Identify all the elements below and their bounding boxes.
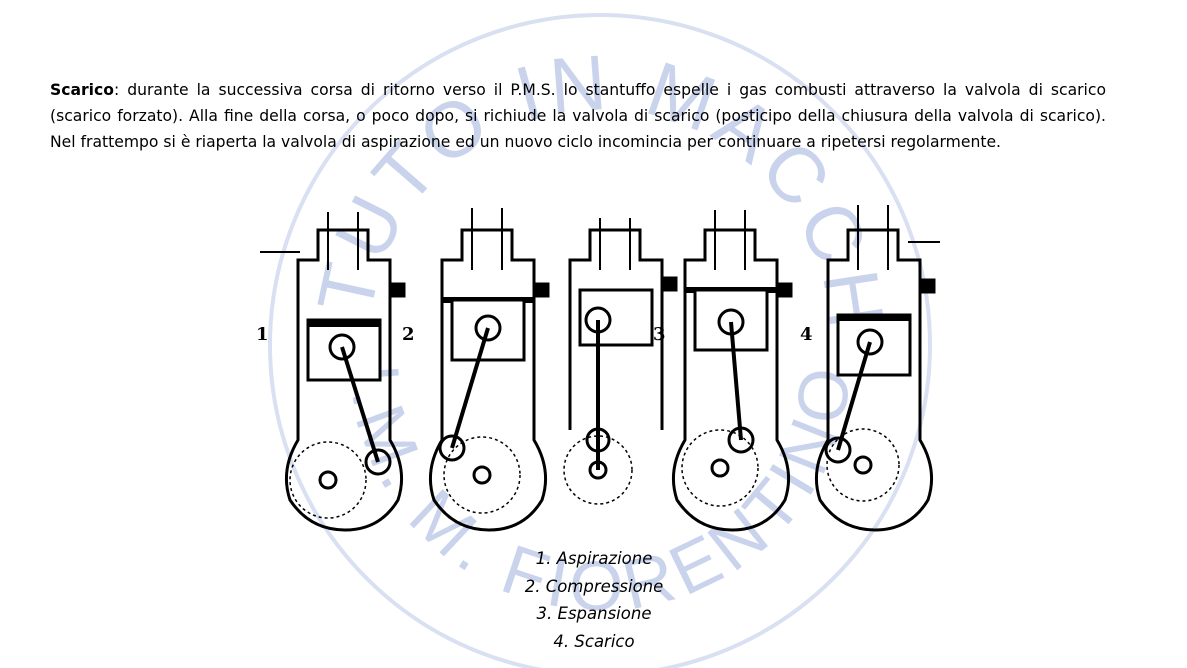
four-stroke-cycle-figure: 1 2 3 4 [256, 205, 940, 532]
label-4: 4 [800, 324, 813, 345]
caption-4: 4. Scarico [553, 631, 635, 651]
cylinder-espansione [563, 218, 678, 505]
cylinder-compressione [428, 208, 550, 532]
cylinder-scarico [671, 210, 793, 532]
label-2: 2 [402, 324, 415, 345]
cylinder-aspirazione-repeat [814, 205, 940, 532]
caption-1: 1. Aspirazione [535, 549, 653, 568]
caption-3: 3. Espansione [536, 604, 652, 623]
caption-list: 1. Aspirazione 2. Compressione 3. Espans… [394, 545, 794, 655]
paragraph-term: Scarico [50, 81, 114, 99]
cylinder-aspirazione [260, 212, 406, 532]
label-3: 3 [653, 324, 666, 345]
label-1: 1 [256, 324, 269, 345]
body-paragraph: Scarico: durante la successiva corsa di … [50, 77, 1106, 155]
paragraph-text: : durante la successiva corsa di ritorno… [50, 81, 1106, 151]
caption-2: 2. Compressione [524, 576, 664, 596]
